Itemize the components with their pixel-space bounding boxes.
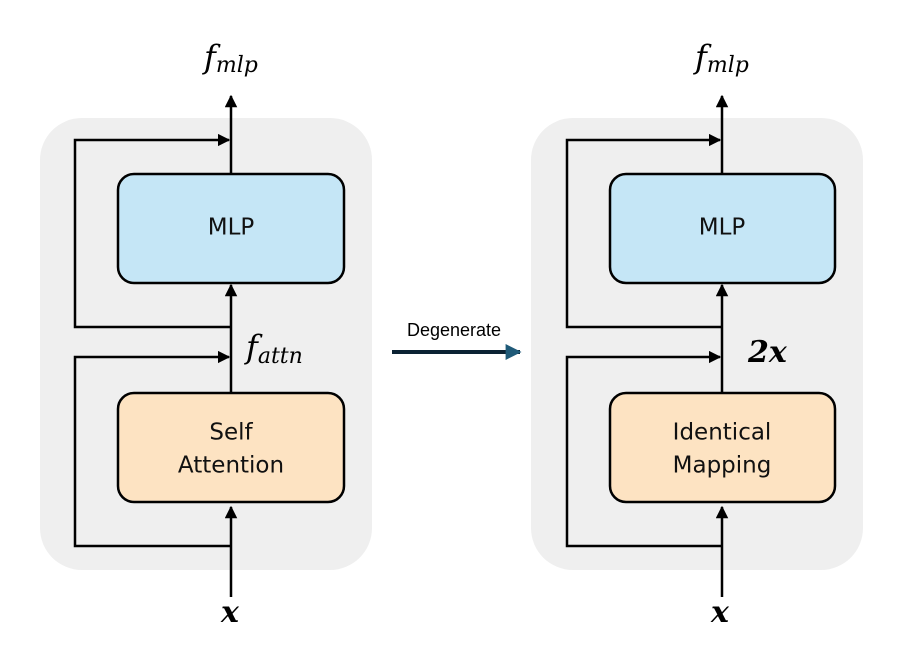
right-middle-label: 2x: [747, 335, 788, 370]
right-residual-mapping: [565, 350, 722, 548]
right-output-sub: mlp: [707, 53, 749, 78]
left-output-sub: mlp: [216, 53, 258, 78]
left-mlp-box: [116, 172, 346, 285]
left-output-label: fmlp: [202, 38, 258, 78]
right-bottom-line-1: Identical: [673, 420, 772, 446]
right-mlp-box: [608, 172, 837, 285]
right-bottom-line-2: Mapping: [673, 453, 772, 479]
degenerate-transition: Degenerate: [392, 320, 522, 360]
degenerate-label: Degenerate: [407, 320, 501, 340]
right-identical-mapping-box: [608, 391, 837, 504]
right-residual-mlp: [565, 133, 722, 329]
right-input-label: x: [710, 595, 730, 630]
right-block: MLP Identical Mapping fmlp 2x x: [531, 38, 863, 630]
left-residual-mlp: [73, 133, 231, 329]
left-bottom-line-1: Self: [209, 420, 253, 446]
right-mlp-label: MLP: [699, 215, 746, 241]
left-attn-sub: attn: [258, 344, 303, 369]
left-self-attention-box: [116, 391, 346, 504]
left-bottom-line-2: Attention: [178, 453, 284, 479]
left-block: MLP Self Attention fmlp fattn x: [40, 38, 372, 630]
left-residual-attention: [73, 350, 231, 548]
left-mlp-label: MLP: [208, 215, 255, 241]
left-input-label: x: [220, 595, 240, 630]
right-output-label: fmlp: [693, 38, 749, 78]
